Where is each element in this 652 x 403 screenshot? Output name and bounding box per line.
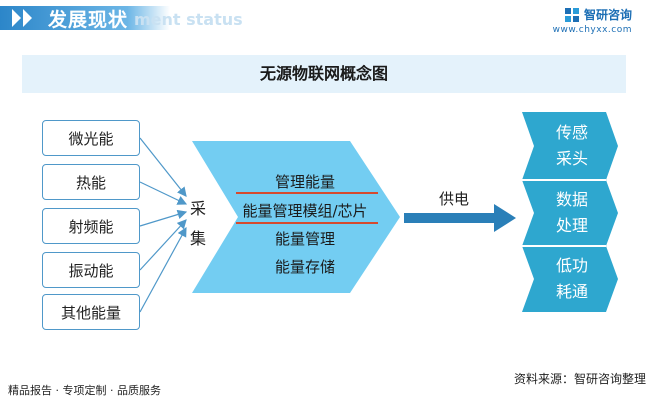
supply-arrow-head [494,204,516,232]
output-line: 耗通 [555,282,588,301]
core-divider [236,192,378,194]
output-processing: 数据 处理 [530,187,614,239]
brand-name: 智研咨询 [583,8,632,22]
source-box-micro-light: 微光能 [42,120,140,156]
output-shape-processing [522,180,618,246]
core-line-module: 能量管理模组/芯片 [242,202,368,220]
arrow-micro-light [139,137,187,197]
collect-label-char-2: 集 [189,229,206,248]
diagram-title-bar: 无源物联网概念图 [22,55,626,93]
diagram-title: 无源物联网概念图 [259,64,388,83]
output-shape-sensing [522,112,618,180]
output-line: 传感 [555,123,588,142]
output-shape-lowpower [522,246,618,312]
chevron-right-icon [12,9,21,27]
source-box-other: 其他能量 [42,294,140,330]
header: 发展现状 ment status 智研咨询 www.chyxx.com [0,0,652,40]
output-sensing: 传感 采头 [530,120,614,172]
core-line-energy-storage: 能量存储 [274,258,335,276]
brand: 智研咨询 www.chyxx.com [553,6,632,35]
source-box-vibration: 振动能 [42,252,140,288]
output-line: 处理 [555,216,588,235]
arrow-other [139,226,187,313]
core-line-manage-energy: 管理能量 [274,173,335,191]
source-box-thermal: 热能 [42,164,140,200]
arrow-thermal [139,181,188,205]
chevron-right-icon [23,9,32,27]
collect-label-char-1: 采 [189,199,206,218]
section-title: 发展现状 [48,9,129,31]
footer-tagline: 精品报告 · 专项定制 · 品质服务 [8,384,161,397]
brand-url: www.chyxx.com [552,25,632,35]
source-note: 资料来源：智研咨询整理 [513,372,646,386]
core-line-energy-management: 能量管理 [274,230,335,248]
output-line: 低功 [555,256,588,275]
source-box-rf: 射频能 [42,208,140,244]
output-line: 数据 [555,190,588,209]
arrow-rf [139,209,188,227]
output-low-power: 低功 耗通 [530,253,614,305]
core-divider [236,222,378,224]
supply-label: 供电 [438,190,469,208]
core-chevron [192,141,400,293]
arrow-vibration [139,219,187,271]
section-watermark: ment status [134,10,243,29]
brand-logo-icon [564,7,579,22]
output-line: 采头 [555,149,588,168]
